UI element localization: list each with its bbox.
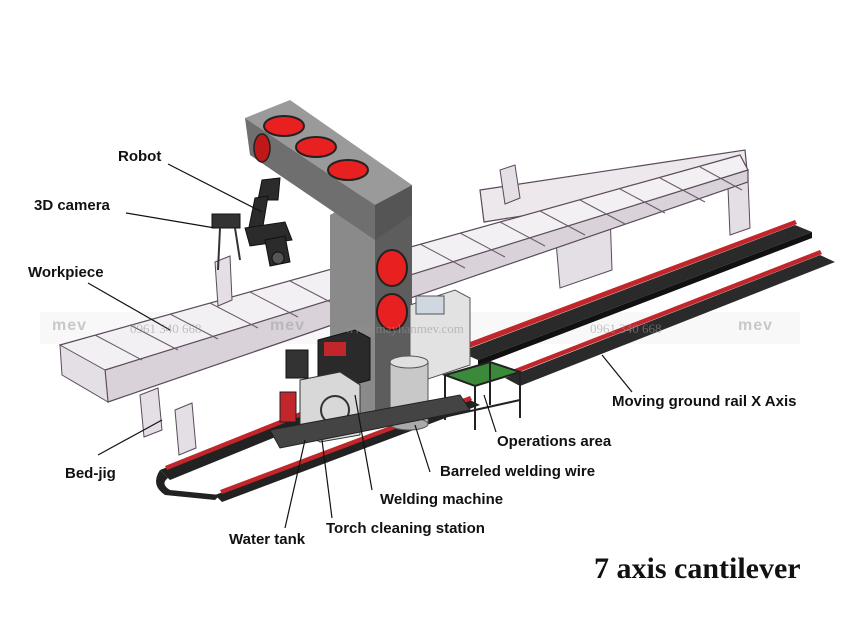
label-torch-cleaning-station: Torch cleaning station [326, 520, 485, 537]
watermark-phone-left: 0961 340 668 [130, 321, 202, 336]
bed-slats [94, 166, 743, 361]
watermark-logo-left: mev [52, 317, 88, 334]
watermark-site: www.mayhanmev.com [345, 321, 464, 336]
label-moving-ground-rail: Moving ground rail X Axis [612, 393, 797, 410]
leader-welding-machine [354, 394, 373, 491]
watermark-phone-right: 0961 340 668 [590, 321, 662, 336]
leader-bed-jig [97, 419, 163, 456]
label-welding-machine: Welding machine [380, 491, 504, 508]
water-tank [279, 349, 309, 423]
leader-workpiece [87, 282, 171, 331]
robot-arm [211, 177, 293, 271]
watermark-logo-center: mev [270, 317, 306, 334]
leader-operations-area [483, 394, 497, 433]
label-bed-jig: Bed-jig [65, 465, 116, 482]
diagram-title: 7 axis cantilever [594, 552, 801, 585]
base-platform [269, 394, 471, 449]
operations-stand [429, 360, 524, 430]
ground-rail-front [505, 250, 835, 386]
leader-camera [125, 212, 216, 229]
label-operations-area: Operations area [497, 433, 612, 450]
watermark-logo-right: mev [738, 317, 774, 334]
leader-lines [87, 163, 633, 529]
leader-ground-rail [601, 354, 633, 393]
label-robot: Robot [118, 148, 162, 165]
leader-robot [167, 163, 263, 213]
label-water-tank: Water tank [229, 531, 306, 548]
ground-rail-back [460, 220, 812, 366]
leader-torch-cleaning [321, 439, 333, 519]
cantilever-beam [245, 100, 412, 240]
label-3d-camera: 3D camera [34, 197, 110, 214]
column-lights [376, 249, 408, 331]
bed-legs [139, 255, 233, 456]
leader-water-tank [284, 439, 306, 529]
leader-welding-wire [414, 424, 431, 473]
label-workpiece: Workpiece [28, 264, 104, 281]
label-barreled-welding-wire: Barreled welding wire [440, 463, 596, 480]
